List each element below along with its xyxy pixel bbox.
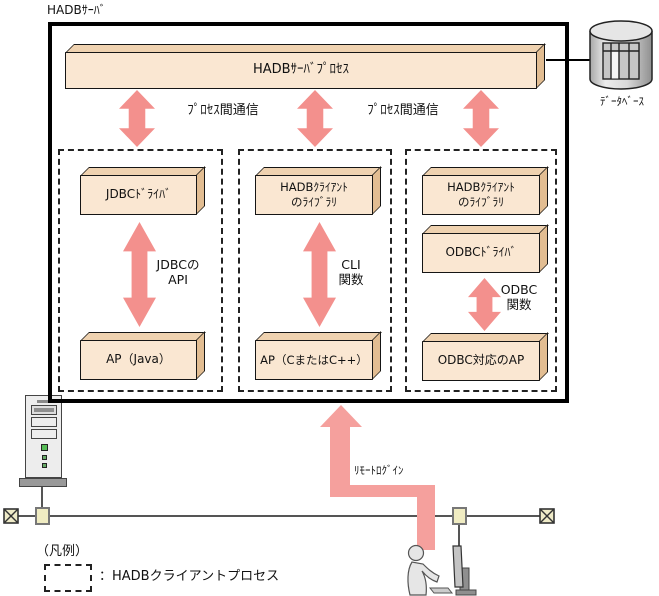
odbc-library-label: HADBｸﾗｲｱﾝﾄ のﾗｲﾌﾞﾗﾘ [447, 180, 515, 209]
server-drop-line [41, 487, 43, 508]
remote-login-arrow-shaft [330, 485, 435, 497]
ap-c-label: AP（CまたはC++） [260, 352, 368, 367]
remote-login-arrowhead-icon [320, 405, 362, 427]
legend-entry: ：HADBクライアントプロセス [99, 569, 280, 584]
server-drive-bay [31, 405, 57, 415]
server-led-icon [42, 455, 47, 460]
legend-dashed-box [44, 564, 92, 592]
server-tower-icon [19, 394, 67, 494]
network-connector-left [35, 507, 50, 525]
cli-api-label: CLI 関数 [338, 257, 364, 287]
ap-c-box: AP（CまたはC++） [255, 340, 373, 380]
odbc-driver-label: ODBCﾄﾞﾗｲﾊﾞ [445, 245, 517, 260]
server-drive-bay [31, 417, 57, 427]
server-led-icon [42, 463, 47, 468]
server-base [19, 478, 67, 487]
odbc-library-box: HADBｸﾗｲｱﾝﾄ のﾗｲﾌﾞﾗﾘ [422, 175, 540, 215]
ap-java-label: AP（Java） [106, 352, 171, 367]
server-drive-bay [31, 429, 57, 439]
client-process-cli [238, 149, 392, 392]
database-icon [589, 19, 653, 97]
client-process-odbc [405, 149, 557, 392]
jdbc-driver-label: JDBCﾄﾞﾗｲﾊﾞ [105, 187, 172, 202]
server-vent [37, 400, 53, 403]
odbc-ap-label: ODBC対応のAP [437, 353, 525, 368]
ipc-label-right: ﾌﾟﾛｾｽ間通信 [367, 103, 439, 118]
network-connector-right [452, 507, 467, 525]
remote-login-arrow-shaft [417, 485, 435, 550]
ap-java-box: AP（Java） [80, 340, 197, 380]
user-terminal-icon [403, 542, 481, 596]
network-terminator-left-icon [3, 508, 19, 524]
database-label: ﾃﾞｰﾀﾍﾞｰｽ [600, 95, 644, 108]
terminal-drop-line [458, 525, 460, 548]
hadb-server-boundary [48, 22, 569, 403]
odbc-api-label: ODBC 関数 [500, 282, 538, 312]
cli-library-box: HADBｸﾗｲｱﾝﾄ のﾗｲﾌﾞﾗﾘ [255, 175, 373, 215]
jdbc-api-label: JDBCの API [156, 257, 200, 287]
ipc-label-left: ﾌﾟﾛｾｽ間通信 [187, 103, 259, 118]
network-line [10, 515, 548, 517]
network-terminator-right-icon [539, 508, 555, 524]
hadb-server-label: HADBｻｰﾊﾞ [47, 3, 106, 17]
cli-library-label: HADBｸﾗｲｱﾝﾄ のﾗｲﾌﾞﾗﾘ [280, 180, 348, 209]
remote-login-label: ﾘﾓｰﾄﾛｸﾞｲﾝ [354, 464, 404, 477]
odbc-driver-box: ODBCﾄﾞﾗｲﾊﾞ [422, 233, 540, 273]
server-led-icon [41, 444, 48, 451]
server-tower-body [25, 395, 62, 478]
hadb-server-process-box: HADBｻｰﾊﾞﾌﾟﾛｾｽ [65, 52, 537, 89]
odbc-ap-box: ODBC対応のAP [422, 341, 540, 381]
legend-title: （凡例） [36, 544, 89, 559]
database-connection-line [546, 59, 592, 61]
remote-login-arrow-shaft [330, 426, 350, 497]
hadb-server-process-label: HADBｻｰﾊﾞﾌﾟﾛｾｽ [252, 62, 350, 78]
client-process-jdbc [58, 149, 223, 392]
jdbc-driver-box: JDBCﾄﾞﾗｲﾊﾞ [80, 175, 197, 215]
